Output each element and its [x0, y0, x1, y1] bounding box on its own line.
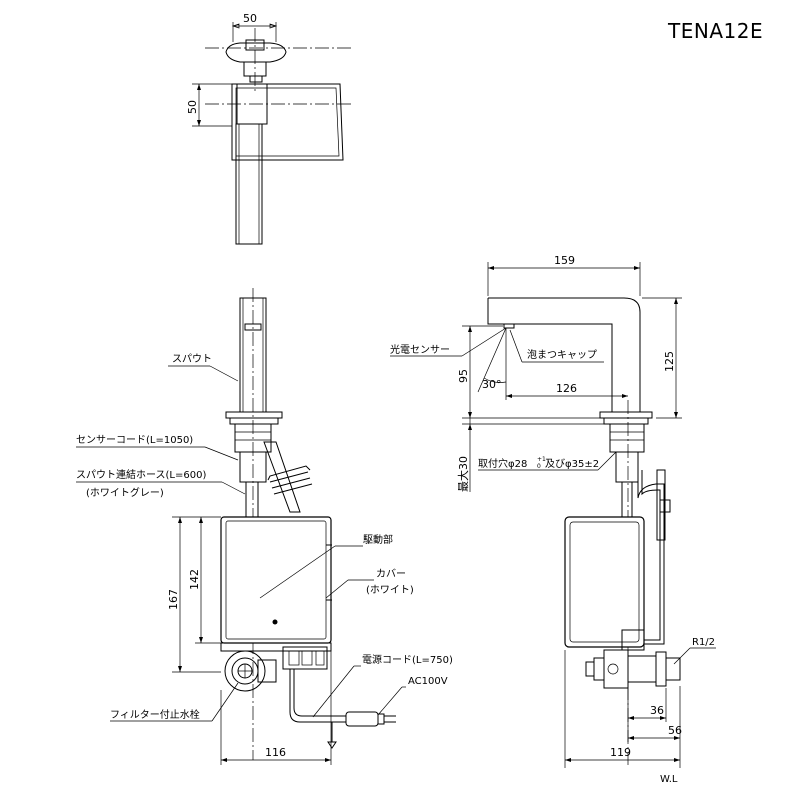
label-spout: スパウト: [172, 353, 212, 365]
top-view: 50 50: [186, 12, 352, 245]
dim-side-angle: 30°: [482, 378, 502, 391]
label-filter-valve: フィルター付止水栓: [110, 708, 200, 721]
front-view: 167 142 116 スパウト センサーコード(L=1050) スパウト連結ホ…: [76, 288, 453, 765]
dim-side-95: 95: [457, 369, 470, 383]
label-cover: カバー: [376, 568, 406, 580]
label-sensor-cord: センサーコード(L=1050): [76, 434, 193, 446]
label-photo-sensor: 光電センサー: [390, 343, 450, 356]
side-view: 159 125 95 126 30° 最大30 119: [390, 254, 716, 785]
dim-side-126: 126: [556, 382, 577, 395]
model-title: TENA12E: [667, 19, 763, 43]
label-cover-color: (ホワイト): [366, 584, 414, 596]
dim-front-142: 142: [188, 569, 201, 590]
dim-top-depth: 50: [186, 100, 199, 114]
dim-side-159: 159: [554, 254, 575, 267]
label-aerator-cap: 泡まつキャップ: [527, 348, 597, 361]
dim-side-56: 56: [668, 724, 682, 737]
label-thread: R1/2: [692, 637, 715, 648]
dim-side-max30: 最大30: [456, 456, 470, 492]
label-power-cord: 電源コード(L=750): [362, 653, 453, 666]
dim-side-125: 125: [663, 351, 676, 372]
label-mount-hole-tol-up: +1: [537, 456, 546, 463]
label-voltage: AC100V: [408, 676, 448, 687]
dim-top-width: 50: [243, 12, 257, 25]
label-hose-color: (ホワイトグレー): [86, 486, 164, 499]
label-spout-hose: スパウト連結ホース(L=600): [76, 468, 206, 481]
label-mount-hole-alt: 及びφ35±2: [545, 458, 599, 470]
label-mount-hole: 取付穴φ28: [478, 457, 527, 470]
dim-front-width: 116: [265, 746, 286, 759]
dim-side-119: 119: [610, 746, 631, 759]
label-water-level: W.L: [660, 774, 678, 785]
label-mount-hole-tol-down: 0: [537, 463, 541, 470]
label-drive-unit: 駆動部: [363, 533, 393, 546]
dim-front-167: 167: [167, 589, 180, 610]
dim-side-36: 36: [650, 704, 664, 717]
